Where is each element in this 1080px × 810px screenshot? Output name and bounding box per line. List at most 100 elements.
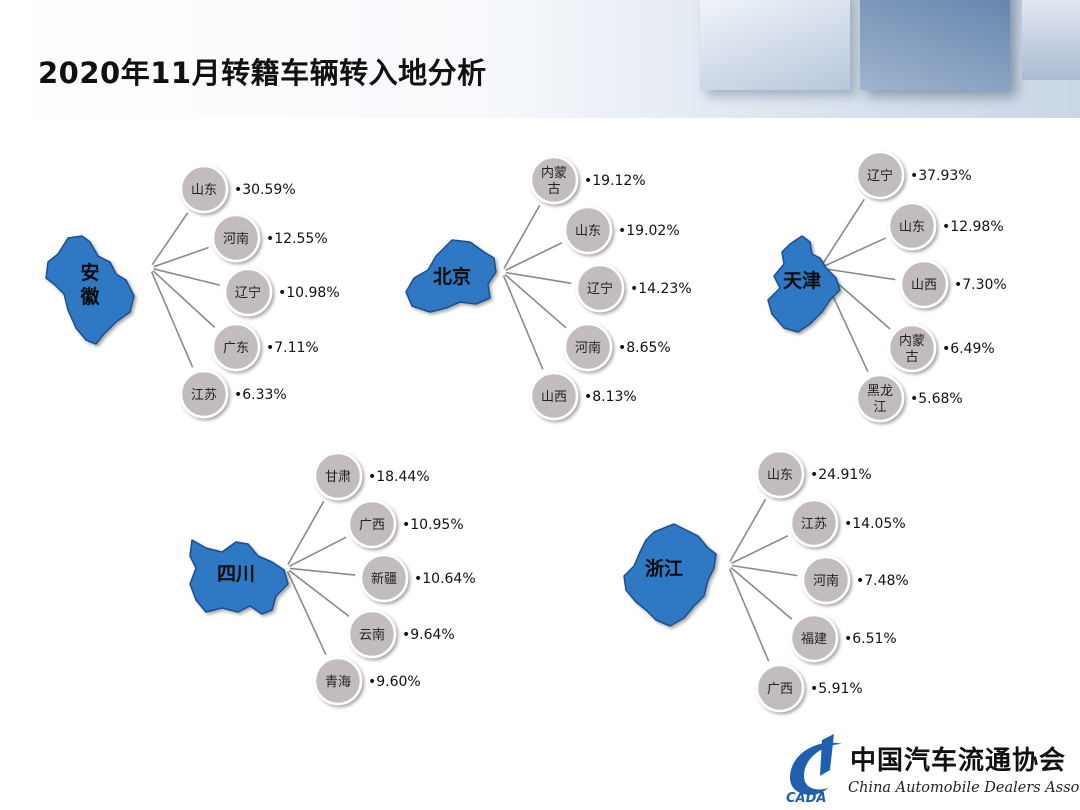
bubble-label: 山东 — [767, 468, 793, 483]
destination-bubble: 黑龙江 •5.68% — [855, 373, 963, 423]
percentage-value: •12.98% — [942, 219, 1004, 235]
percentage-value: •18.44% — [368, 469, 430, 485]
percentage-value: •9.60% — [368, 674, 421, 690]
destination-bubble: 河南•7.48% — [801, 555, 909, 605]
cada-emblem-icon: CADA — [786, 734, 842, 806]
province-group: 浙江山东•24.91%江苏•14.05%河南•7.48%福建•6.51%广西•5… — [623, 449, 909, 713]
svg-text:CADA: CADA — [786, 791, 826, 806]
logo-name-en: China Automobile Dealers Association — [848, 780, 1080, 796]
connector-line — [823, 267, 896, 281]
province-label: 北京 — [433, 265, 471, 288]
percentage-value: •24.91% — [810, 467, 872, 483]
province-map-zhejiang — [623, 523, 717, 627]
bubble-label: 甘肃 — [325, 470, 351, 485]
logo-name-cn: 中国汽车流通协会 — [850, 746, 1067, 776]
percentage-value: •12.55% — [266, 231, 328, 247]
destination-bubble: 江苏 •14.05% — [789, 498, 906, 548]
decorative-cube — [700, 0, 850, 90]
bubble-circle — [223, 267, 273, 317]
connector-line — [505, 271, 572, 285]
connector-line — [731, 564, 798, 577]
connector-line — [288, 569, 350, 617]
percentage-value: •7.48% — [856, 573, 909, 589]
percentage-value: •8.13% — [584, 389, 637, 405]
percentage-value: •7.11% — [266, 340, 319, 356]
bubble-label: 山东 — [191, 183, 217, 198]
bubble-circle — [529, 155, 579, 205]
connector-line — [152, 270, 216, 328]
bubble-label: 福建 — [801, 632, 827, 647]
destination-bubble: 福建•6.51% — [789, 613, 897, 663]
bubble-circle — [855, 373, 905, 423]
connector-line — [287, 500, 325, 565]
percentage-value: •8.65% — [618, 340, 671, 356]
association-logo: CADA 中国汽车流通协会 China Automobile Dealers A… — [782, 730, 1080, 806]
percentage-value: •7.30% — [954, 277, 1007, 293]
bubble-label: 云南 — [359, 627, 385, 643]
province-group: 四川甘肃•18.44%广西•10.95%新疆•10.64%云南•9.64%青海•… — [189, 451, 476, 706]
bubble-label: 广东 — [223, 341, 249, 356]
destination-bubble: 山东 •19.02% — [563, 205, 680, 255]
destination-bubble: 广西•10.95% — [347, 499, 464, 549]
decorative-cube — [860, 0, 1010, 90]
destination-bubble: 内蒙古•19.12% — [529, 155, 646, 205]
percentage-value: •19.02% — [618, 223, 680, 239]
connector-line — [502, 275, 544, 370]
province-label: 安徽 — [79, 261, 100, 308]
province-group: 天津辽宁•37.93%山东•12.98%山西•7.30%内蒙古•6.49%黑龙江… — [767, 150, 1007, 423]
destination-bubble: 山东•12.98% — [887, 201, 1004, 251]
percentage-value: •5.68% — [910, 391, 963, 407]
bubble-label: 山东 — [575, 224, 601, 239]
province-map-sichuan — [189, 539, 289, 615]
connector-line — [503, 204, 541, 269]
destination-bubble: 甘肃 •18.44% — [313, 451, 430, 501]
bubble-label: 河南 — [575, 340, 601, 356]
bubble-label: 山西 — [541, 390, 567, 405]
percentage-value: •6.33% — [234, 387, 287, 403]
bubble-circle — [313, 451, 363, 501]
bubble-circle — [855, 150, 905, 200]
province-group: 安徽山东•30.59%河南•12.55%辽宁•10.98%广东•7.11%江苏•… — [45, 164, 340, 419]
destination-bubble: 江苏•6.33% — [179, 369, 287, 419]
connector-line — [504, 274, 567, 329]
percentage-value: •14.23% — [630, 281, 692, 297]
percentage-value: •30.59% — [234, 182, 296, 198]
bubble-label: 内蒙古 — [899, 333, 925, 365]
bubble-circle — [179, 369, 229, 419]
bubble-circle — [887, 201, 937, 251]
percentage-value: •37.93% — [910, 168, 972, 184]
bubble-circle — [359, 553, 409, 603]
connector-line — [153, 268, 221, 286]
destination-bubble: 青海•9.60% — [313, 656, 421, 706]
bubble-label: 黑龙江 — [867, 384, 893, 415]
bubble-circle — [563, 205, 613, 255]
percentage-value: •19.12% — [584, 173, 646, 189]
bubble-label: 辽宁 — [587, 281, 613, 297]
percentage-value: •10.64% — [414, 571, 476, 587]
destination-bubble: 山东 •30.59% — [179, 164, 296, 214]
destination-bubble: 辽宁•37.93% — [855, 150, 972, 200]
bubble-label: 江苏 — [801, 516, 827, 532]
connector-line — [286, 571, 327, 655]
destination-bubble: 广西•5.91% — [755, 663, 863, 713]
connector-line — [151, 212, 189, 266]
bubble-circle — [347, 609, 397, 659]
destination-bubble: 内蒙古•6.49% — [887, 323, 995, 373]
bubble-circle — [899, 259, 949, 309]
percentage-value: •14.05% — [844, 516, 906, 532]
bubble-circle — [313, 656, 363, 706]
percentage-value: •10.98% — [278, 285, 340, 301]
bubble-circle — [529, 371, 579, 421]
bubble-circle — [801, 555, 851, 605]
diagram-canvas: 安徽山东•30.59%河南•12.55%辽宁•10.98%广东•7.11%江苏•… — [45, 150, 1007, 713]
bubble-label: 广西 — [359, 518, 385, 533]
bubble-circle — [789, 498, 839, 548]
bubble-circle — [211, 322, 261, 372]
bubble-circle — [211, 213, 261, 263]
percentage-value: •9.64% — [402, 627, 455, 643]
connector-line — [505, 242, 563, 271]
province-group: 北京 内蒙古•19.12% 山东 •19.02% 辽宁 •14.23% 河南 •8.65% 山西… — [405, 155, 692, 421]
province-map-beijing — [405, 239, 497, 313]
bubble-label: 河南 — [223, 231, 249, 247]
page-title: 2020年11月转籍车辆转入地分析 — [38, 56, 487, 90]
